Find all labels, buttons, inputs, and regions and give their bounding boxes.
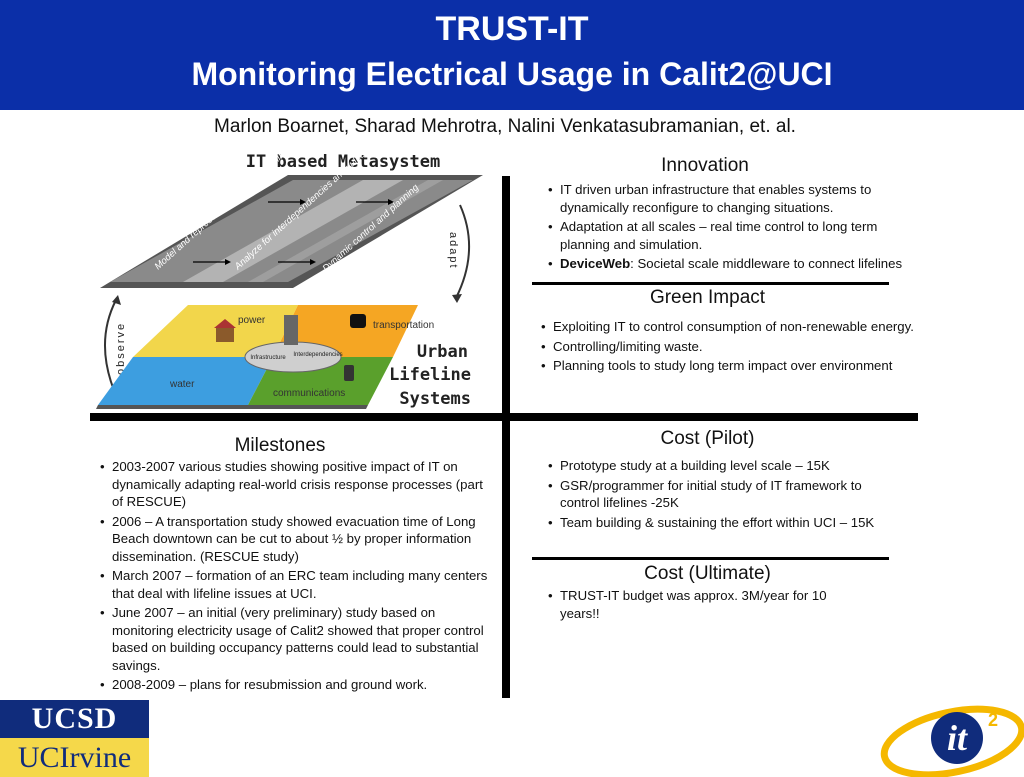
- green-impact-item: Exploiting IT to control consumption of …: [541, 318, 936, 336]
- milestones-title: Milestones: [234, 435, 326, 456]
- urban-slab-edge: [96, 405, 368, 409]
- power-tower-icon: [284, 315, 298, 345]
- cost-pilot-item: Team building & sustaining the effort wi…: [548, 514, 893, 532]
- cost-ultimate-title: Cost (Ultimate): [644, 563, 771, 584]
- green-impact-item: Planning tools to study long term impact…: [541, 357, 936, 375]
- slide-title: TRUST-IT: [435, 10, 589, 48]
- house-icon: [216, 328, 234, 342]
- hub-label-infrastructure: Infrastructure: [250, 355, 286, 361]
- deviceweb-term: DeviceWeb: [560, 256, 631, 271]
- horizontal-divider: [90, 413, 918, 421]
- observe-label: observe: [115, 322, 127, 375]
- vertical-divider: [502, 176, 510, 698]
- urban-label-line2: Lifeline: [389, 365, 471, 385]
- water-region: [98, 357, 273, 405]
- diagram-title: IT based Metasystem: [246, 152, 440, 172]
- cost-ultimate-list: TRUST-IT budget was approx. 3M/year for …: [548, 587, 868, 624]
- it2-text: it: [947, 718, 968, 758]
- house-roof-icon: [214, 319, 236, 328]
- green-impact-list: Exploiting IT to control consumption of …: [541, 318, 936, 377]
- cost-divider: [532, 557, 889, 560]
- slab-arrowhead-3: [225, 259, 231, 265]
- milestones-list: 2003-2007 various studies showing positi…: [100, 458, 495, 696]
- metasystem-slab-stripe2: [248, 180, 443, 282]
- it2-superscript: 2: [988, 710, 998, 730]
- slide-subtitle: Monitoring Electrical Usage in Calit2@UC…: [191, 56, 833, 92]
- green-impact-item: Controlling/limiting waste.: [541, 338, 936, 356]
- sector-water: water: [169, 379, 195, 390]
- metasystem-diagram: IT based Metasystem Model and represent …: [96, 150, 483, 409]
- milestone-item: June 2007 – an initial (very preliminary…: [100, 604, 495, 674]
- urban-label-line3: Systems: [399, 389, 471, 409]
- car-icon: [350, 314, 366, 328]
- cost-pilot-item: Prototype study at a building level scal…: [548, 457, 893, 475]
- cost-pilot-list: Prototype study at a building level scal…: [548, 457, 893, 533]
- power-region: [133, 305, 298, 357]
- sector-transportation: transportation: [373, 320, 434, 331]
- adapt-arrowhead: [452, 294, 462, 303]
- deviceweb-text: : Societal scale middleware to connect l…: [630, 256, 903, 271]
- sector-power: power: [238, 315, 266, 326]
- hub-label-interdependencies: Interdependencies: [293, 352, 342, 358]
- it2-logo: it 2: [880, 705, 1024, 777]
- ucirvine-logo: UCIrvine: [0, 738, 149, 777]
- innovation-item: IT driven urban infrastructure that enab…: [548, 181, 928, 216]
- adapt-label: adapt: [447, 232, 459, 270]
- metasystem-slab-stripe: [183, 180, 403, 282]
- milestone-item: March 2007 – formation of an ERC team in…: [100, 567, 495, 602]
- adapt-arc: [455, 204, 470, 299]
- innovation-list: IT driven urban infrastructure that enab…: [548, 181, 928, 274]
- authors-line: Marlon Boarnet, Sharad Mehrotra, Nalini …: [214, 116, 796, 137]
- header-banner: TRUST-IT Monitoring Electrical Usage in …: [0, 0, 1024, 110]
- cost-pilot-item: GSR/programmer for initial study of IT f…: [548, 477, 893, 512]
- urban-label-line1: Urban: [417, 342, 468, 362]
- innovation-title: Innovation: [661, 155, 749, 176]
- milestone-item: 2006 – A transportation study showed eva…: [100, 513, 495, 566]
- cost-ultimate-item: TRUST-IT budget was approx. 3M/year for …: [548, 587, 868, 622]
- innovation-item-deviceweb: DeviceWeb: Societal scale middleware to …: [548, 255, 928, 272]
- milestone-item: 2008-2009 – plans for resubmission and g…: [100, 676, 495, 694]
- phone-icon: [344, 365, 354, 381]
- cost-pilot-title: Cost (Pilot): [660, 428, 755, 449]
- slab-arrowhead-1: [300, 199, 306, 205]
- green-impact-title: Green Impact: [649, 287, 766, 308]
- it2-swoosh: [880, 705, 1024, 777]
- innovation-item: Adaptation at all scales – real time con…: [548, 218, 928, 253]
- milestone-item: 2003-2007 various studies showing positi…: [100, 458, 495, 511]
- innovation-green-divider: [532, 282, 889, 285]
- slab-arrowhead-2: [388, 199, 394, 205]
- it2-disc: [931, 712, 983, 764]
- slab-arrowhead-4: [310, 259, 316, 265]
- sector-communications: communications: [273, 388, 345, 399]
- observe-arrowhead: [112, 295, 121, 305]
- ucsd-logo: UCSD: [0, 700, 149, 738]
